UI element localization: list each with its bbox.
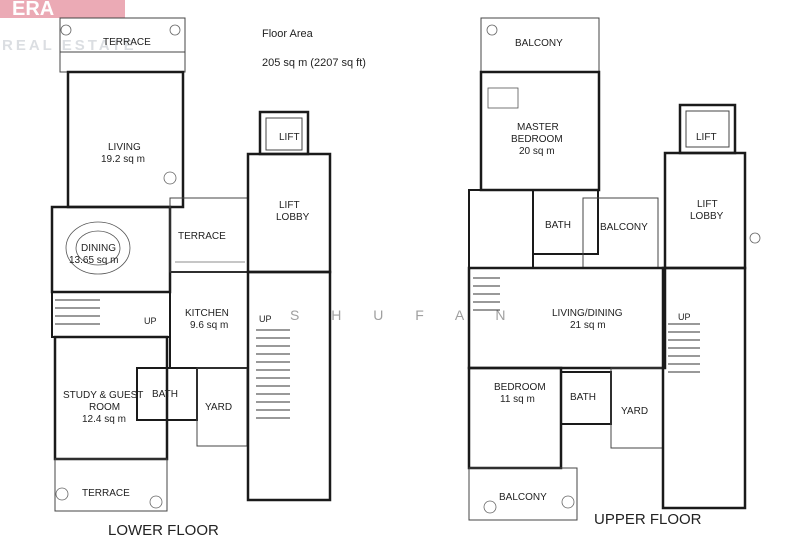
upper-living-dining-area: 21 sq m [570, 320, 606, 331]
upper-living-dining-label: LIVING/DINING [552, 308, 623, 319]
lower-terrace-mid-label: TERRACE [178, 231, 226, 242]
lower-study-area: 12.4 sq m [82, 414, 126, 425]
upper-yard-label: YARD [621, 406, 648, 417]
upper-lift-label: LIFT [696, 132, 717, 143]
lower-kitchen-label: KITCHEN [185, 308, 229, 319]
lower-living-room [66, 70, 185, 209]
lower-lift-lobby-label-2: LOBBY [276, 212, 310, 223]
upper-stair-shaft [661, 266, 747, 510]
upper-balcony-bottom-label: BALCONY [499, 492, 547, 503]
floor-area-title: Floor Area [262, 28, 314, 40]
lower-stair-shaft [246, 270, 332, 502]
lower-living-area: 19.2 sq m [101, 154, 145, 165]
lower-terrace-bottom-label: TERRACE [82, 488, 130, 499]
lower-kitchen-area: 9.6 sq m [190, 320, 228, 331]
upper-living-dining [467, 266, 667, 370]
lower-living-label: LIVING [108, 142, 141, 153]
upper-floor-caption: UPPER FLOOR [594, 511, 702, 528]
lower-dining-label: DINING [81, 243, 116, 254]
lower-yard-label: YARD [205, 402, 232, 413]
upper-balcony-mid-label: BALCONY [600, 222, 648, 233]
upper-master-bath-label: BATH [545, 220, 571, 231]
lower-floor-plan [50, 17, 332, 512]
upper-bedroom-area: 11 sq m [500, 394, 535, 405]
upper-lift-lobby-label-1: LIFT [697, 199, 718, 210]
upper-bedroom-label: BEDROOM [494, 382, 546, 393]
upper-master-area: 20 sq m [519, 146, 555, 157]
upper-lift [678, 103, 737, 155]
lower-floor-caption: LOWER FLOOR [108, 522, 219, 539]
upper-master-label-1: MASTER [517, 122, 559, 133]
upper-balcony-mid-area [582, 197, 659, 269]
floor-area-value: 205 sq m (2207 sq ft) [262, 57, 366, 69]
logo-tagline: REAL ESTATE [2, 37, 137, 54]
lower-study-label-1: STUDY & GUEST [63, 390, 143, 401]
upper-master-label-2: BEDROOM [511, 134, 563, 145]
watermark: S H U F A N [290, 307, 519, 323]
era-logo: ERA REAL ESTATE [0, 0, 137, 54]
lower-up-main-label: UP [259, 314, 272, 324]
lower-terrace-top-label: TERRACE [103, 37, 151, 48]
lower-terrace-bottom-area [54, 458, 168, 512]
lower-lift-lobby-label-1: LIFT [279, 200, 300, 211]
lower-lift-label: LIFT [279, 132, 300, 143]
lower-bath-label: BATH [152, 389, 178, 400]
upper-floor-plan [467, 17, 761, 521]
upper-balcony-bottom-area [468, 467, 578, 521]
logo-brand: ERA [12, 0, 54, 20]
upper-balcony-top-label: BALCONY [515, 38, 563, 49]
lower-study-label-2: ROOM [89, 402, 120, 413]
lower-up-stairs-label: UP [144, 316, 157, 326]
upper-up-main-label: UP [678, 312, 691, 322]
upper-lift-lobby-label-2: LOBBY [690, 211, 724, 222]
lower-dining-area: 13.65 sq m [69, 255, 118, 266]
upper-bath-label: BATH [570, 392, 596, 403]
